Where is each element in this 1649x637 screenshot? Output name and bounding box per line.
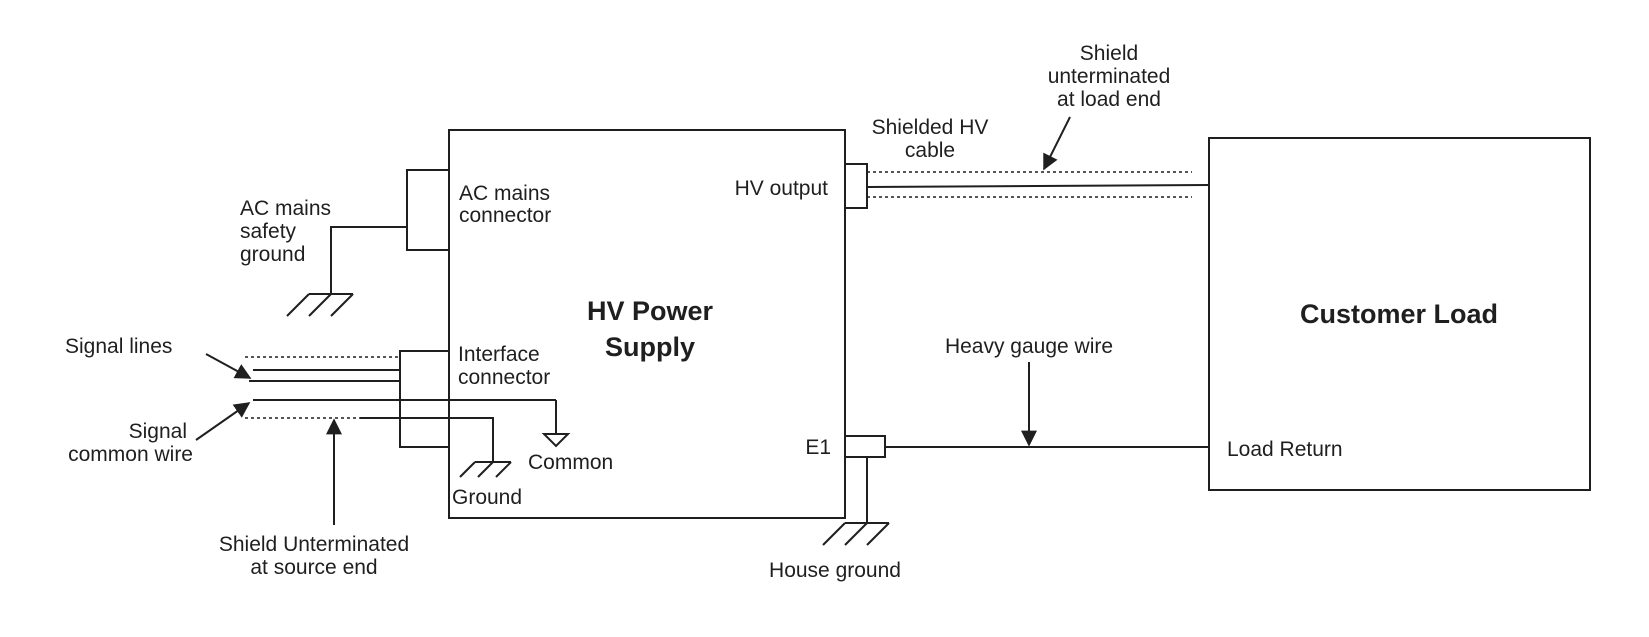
signal-shield-ground-wire [360,417,494,462]
interface-connector-label-2: connector [458,366,550,389]
hv-cable-conductor [866,184,1210,188]
shield-unterminated-source-label-2: at source end [250,556,377,579]
customer-load-label: Customer Load [1300,299,1498,329]
hv-power-supply-label-2: Supply [605,332,695,362]
signal-lines-arrow [205,353,252,379]
shield-unterminated-load-label-1: Shield [1080,42,1138,65]
ac-safety-ground-icon [286,293,354,317]
shielded-hv-cable-label-1: Shielded HV [872,116,989,139]
customer-load-block [1208,137,1591,491]
signal-common-wire-label-2: common wire [68,443,193,466]
shield-load-arrow [1043,116,1071,171]
hv-power-supply-label-1: HV Power [587,296,714,326]
interface-ground-icon [459,461,512,478]
shield-unterminated-load-label-3: at load end [1057,88,1161,111]
shielded-hv-cable-label-2: cable [905,139,955,162]
signal-common-wire-arrow [195,402,251,441]
heavy-gauge-wire-label: Heavy gauge wire [945,335,1113,358]
ac-mains-safety-ground-label-3: ground [240,243,305,266]
e1-terminal [844,435,886,458]
signal-common-wire-label-1: Signal [129,420,187,443]
ac-mains-connector-label-2: connector [459,204,551,227]
hv-output-label: HV output [735,177,829,200]
shield-unterminated-source-label-1: Shield Unterminated [219,533,409,556]
house-ground-icon [822,522,890,546]
hv-power-supply-block [448,129,846,519]
load-return-label: Load Return [1227,438,1343,461]
ac-mains-safety-ground-label-1: AC mains [240,197,331,220]
ac-safety-ground-wire [330,226,407,294]
common-icon [541,433,571,448]
shield-unterminated-load-label-2: unterminated [1048,65,1171,88]
house-ground-label: House ground [769,559,901,582]
ac-mains-connector-label-1: AC mains [459,182,550,205]
signal-lines-label: Signal lines [65,335,172,358]
ac-mains-connector [406,169,450,251]
e1-label: E1 [805,436,831,459]
interface-connector-label-1: Interface [458,343,540,366]
common-label: Common [528,451,613,474]
hv-output-connector [844,163,868,209]
ac-mains-safety-ground-label-2: safety [240,220,297,243]
ground-label: Ground [452,486,522,509]
